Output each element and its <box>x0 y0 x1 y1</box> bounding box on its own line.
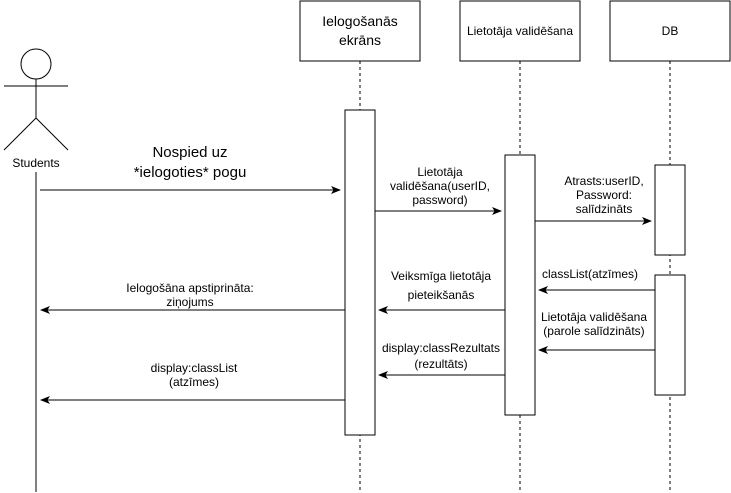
message-label: Veiksmīga lietotāja <box>391 269 491 283</box>
participant-label: Lietotāja validēšana <box>467 24 573 38</box>
message-class-list: classList(atzīmes) <box>538 267 655 294</box>
message-label: Atrasts:userID, <box>564 174 643 188</box>
participant-user-validation: Lietotāja validēšana <box>459 0 581 62</box>
message-label: (parole salīdzināts) <box>543 324 644 338</box>
message-validate-user: Lietotāja validēšana(userID, password) <box>375 165 502 215</box>
participant-box <box>459 0 581 62</box>
message-label: pieteikšanās <box>408 288 475 302</box>
message-label: display:classRezultats <box>382 341 500 355</box>
message-label: *ielogoties* pogu <box>134 164 247 181</box>
message-display-results: display:classRezultats (rezultāts) <box>378 341 505 379</box>
actor-students: Students <box>3 48 69 170</box>
participant-label: Ielogošanās <box>322 13 398 29</box>
message-label: display:classList <box>151 361 238 375</box>
activation-bar-db-2 <box>654 274 686 396</box>
actor-left-leg <box>3 117 37 151</box>
message-login-confirmed: Ielogošāna apstiprināta: ziņojums <box>40 281 345 314</box>
message-click-login: Nospied uz *ielogoties* pogu <box>40 144 341 194</box>
message-label: (atzīmes) <box>169 375 219 389</box>
message-db-lookup: Atrasts:userID, Password: salīdzināts <box>535 174 652 225</box>
message-label: ziņojums <box>166 295 213 309</box>
message-label: Lietotāja <box>417 165 463 179</box>
message-label: Ielogošāna apstiprināta: <box>126 281 253 295</box>
participant-box <box>299 0 421 62</box>
message-validation-result: Lietotāja validēšana (parole salīdzināts… <box>538 310 655 354</box>
message-label: salīdzināts <box>576 202 633 216</box>
participant-db: DB <box>609 0 731 62</box>
participant-login-screen: Ielogošanās ekrāns <box>299 0 421 62</box>
actor-head <box>20 48 52 80</box>
message-label: validēšana(userID, <box>390 179 490 193</box>
activation-bar-login-screen <box>344 109 376 436</box>
activation-bar-user-validation <box>504 154 536 416</box>
message-label: Nospied uz <box>152 144 227 161</box>
message-label: Lietotāja validēšana <box>541 310 647 324</box>
message-label: (rezultāts) <box>414 357 467 371</box>
participant-label: ekrāns <box>339 32 381 48</box>
message-label: password) <box>412 193 467 207</box>
message-label: Password: <box>576 188 632 202</box>
message-login-success: Veiksmīga lietotāja pieteikšanās <box>378 269 505 314</box>
activation-bar-db-1 <box>654 164 686 256</box>
participant-label: DB <box>662 24 679 38</box>
actor-right-leg <box>35 117 69 151</box>
message-label: classList(atzīmes) <box>542 267 638 281</box>
actor-label: Students <box>12 156 59 170</box>
message-display-class-list: display:classList (atzīmes) <box>40 361 345 404</box>
